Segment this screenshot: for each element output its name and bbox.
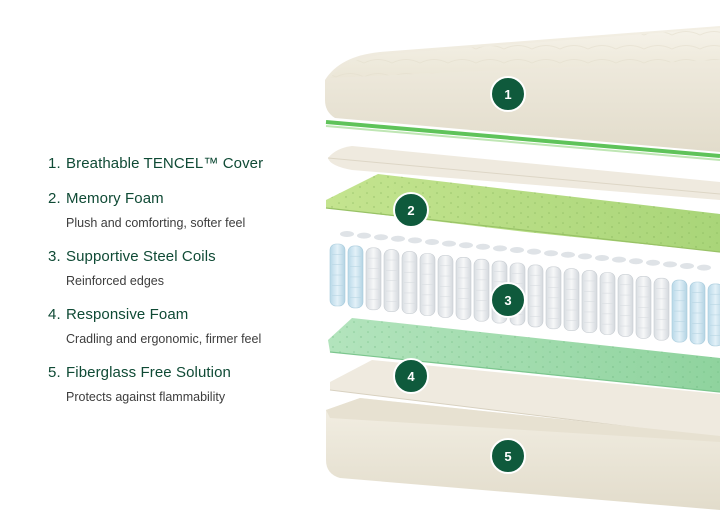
legend-item-description: Cradling and ergonomic, firmer feel xyxy=(66,332,262,346)
legend-item-steel-coils: 3. Supportive Steel Coils Reinforced edge… xyxy=(48,247,328,290)
coil-top xyxy=(340,231,354,237)
legend-item-label: Memory Foam xyxy=(66,190,164,207)
responsive-foam-layer xyxy=(328,318,720,393)
coil-top xyxy=(595,255,609,261)
coil-top xyxy=(408,237,422,244)
layer-legend: 1. Breathable TENCEL™ Cover 2. Memory Foam… xyxy=(48,154,328,421)
legend-item-title: 5. Fiberglass Free Solution xyxy=(48,363,328,383)
legend-item-title: 1. Breathable TENCEL™ Cover xyxy=(48,154,328,174)
coil-top xyxy=(425,239,439,245)
coil-top xyxy=(646,259,660,266)
coil-top xyxy=(612,256,626,263)
legend-item-description: Plush and comforting, softer feel xyxy=(66,216,246,230)
badge-5: 5 xyxy=(490,438,526,474)
legend-item-number: 1. xyxy=(48,155,61,172)
green-stripe xyxy=(325,120,720,158)
badge-1: 1 xyxy=(490,76,526,112)
badge-number: 2 xyxy=(407,203,414,218)
coil-top xyxy=(442,240,456,247)
legend-item-memory-foam: 2. Memory Foam Plush and comforting, soft… xyxy=(48,189,328,232)
legend-item-title: 2. Memory Foam xyxy=(48,189,328,209)
coil-top xyxy=(663,261,677,268)
coil-top xyxy=(680,263,694,269)
legend-item-title: 4. Responsive Foam xyxy=(48,305,328,325)
coil-top xyxy=(476,243,490,250)
legend-item-label: Supportive Steel Coils xyxy=(66,248,216,265)
legend-item-number: 3. xyxy=(48,248,61,265)
coil-top xyxy=(391,235,405,242)
badge-3: 3 xyxy=(490,282,526,318)
badge-number: 3 xyxy=(504,293,511,308)
legend-item-description: Reinforced edges xyxy=(66,274,164,288)
badge-number: 5 xyxy=(504,449,511,464)
legend-item-responsive-foam: 4. Responsive Foam Cradling and ergonomic… xyxy=(48,305,328,348)
coil-top xyxy=(544,250,558,257)
legend-item-fiberglass-free: 5. Fiberglass Free Solution Protects agai… xyxy=(48,363,328,406)
legend-item-number: 2. xyxy=(48,190,61,207)
coil-top xyxy=(493,245,507,252)
badge-4: 4 xyxy=(393,358,429,394)
coil-top xyxy=(527,248,541,255)
coil-top xyxy=(697,264,711,271)
coil-top xyxy=(578,253,592,260)
coil-top xyxy=(561,251,575,258)
legend-item-title: 3. Supportive Steel Coils xyxy=(48,247,328,267)
legend-item-label: Breathable TENCEL™ Cover xyxy=(66,155,264,172)
steel-coils-layer xyxy=(329,231,720,347)
legend-item-description: Protects against flammability xyxy=(66,390,226,404)
coil-top xyxy=(510,247,524,253)
badge-number: 1 xyxy=(504,87,511,102)
badge-number: 4 xyxy=(407,369,415,384)
legend-item-label: Fiberglass Free Solution xyxy=(66,364,231,381)
legend-item-number: 4. xyxy=(48,306,61,323)
badge-2: 2 xyxy=(393,192,429,228)
coil-top xyxy=(357,232,371,239)
coil-top xyxy=(629,258,643,265)
coil-top xyxy=(374,234,388,241)
legend-item-label: Responsive Foam xyxy=(66,306,189,323)
legend-item-cover: 1. Breathable TENCEL™ Cover xyxy=(48,154,328,174)
legend-item-number: 5. xyxy=(48,364,61,381)
memory-foam-layer xyxy=(325,174,720,253)
coil-top xyxy=(459,242,473,249)
cover-inner-sheet xyxy=(327,146,720,200)
